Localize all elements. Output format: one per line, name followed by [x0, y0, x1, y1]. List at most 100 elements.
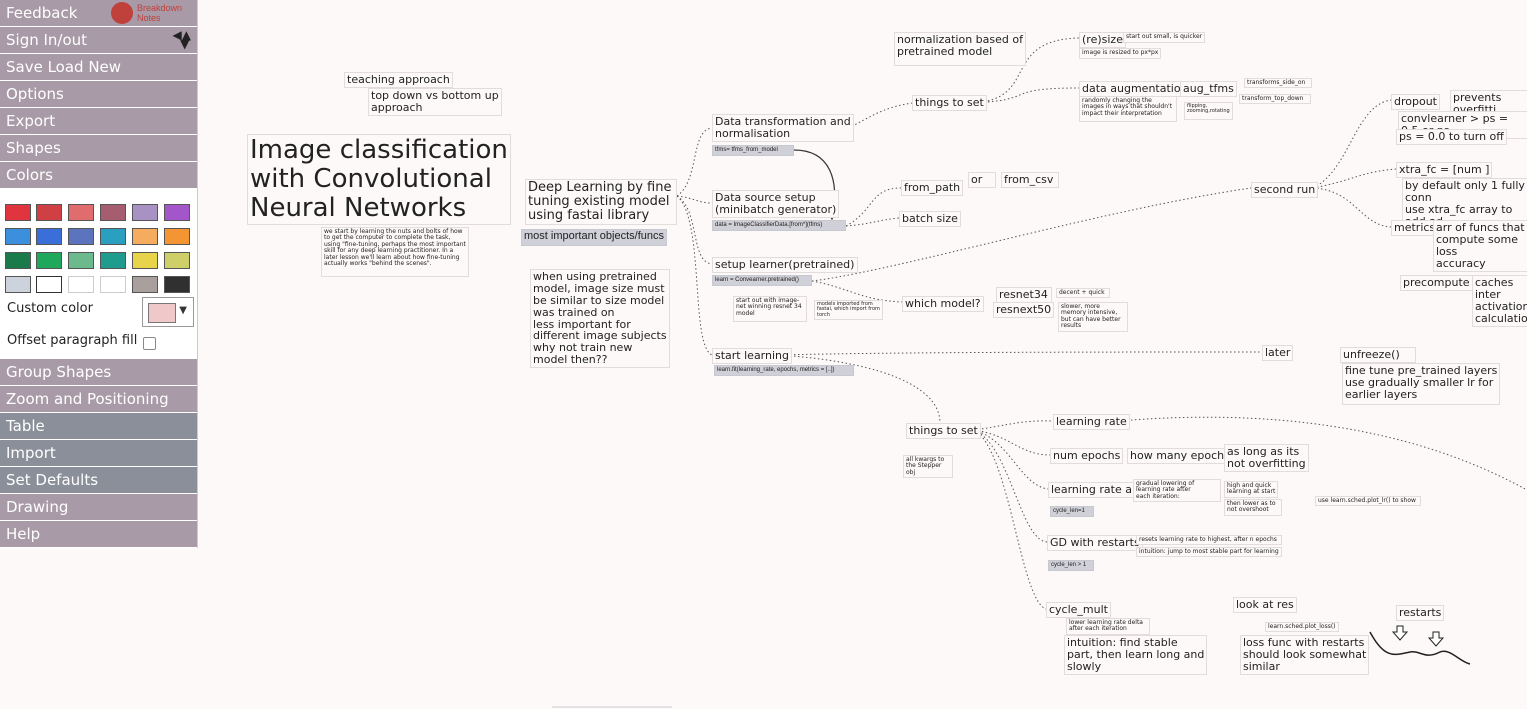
mindmap-node[interactable]: restarts: [1396, 605, 1445, 621]
color-swatch[interactable]: [36, 252, 62, 269]
mindmap-node[interactable]: Image classification with Convolutional …: [247, 134, 511, 226]
menu-item-help[interactable]: Help: [0, 521, 197, 548]
color-swatch[interactable]: [100, 276, 126, 293]
mindmap-node[interactable]: slower, more memory intensive, but can h…: [1058, 302, 1128, 332]
mindmap-node[interactable]: precompute: [1400, 275, 1473, 291]
mindmap-node[interactable]: we start by learning the nuts and bolts …: [321, 227, 469, 277]
color-swatch[interactable]: [164, 204, 190, 221]
color-swatch[interactable]: [68, 252, 94, 269]
mindmap-node[interactable]: unfreeze(): [1340, 347, 1416, 363]
color-swatch[interactable]: [68, 204, 94, 221]
mindmap-node[interactable]: flipping, zooming,rotating: [1184, 102, 1233, 120]
color-swatch[interactable]: [132, 204, 158, 221]
mindmap-node[interactable]: learn.sched.plot_loss(): [1265, 622, 1339, 633]
mindmap-node[interactable]: dropout: [1391, 94, 1440, 110]
mindmap-node[interactable]: Data transformation and normalisation: [712, 114, 854, 142]
mindmap-node[interactable]: things to set: [906, 423, 981, 439]
menu-item-drawing[interactable]: Drawing: [0, 494, 197, 521]
mindmap-node[interactable]: how many epochs: [1127, 448, 1233, 464]
mindmap-node[interactable]: fine tune pre_trained layers use gradual…: [1342, 363, 1501, 405]
mindmap-node[interactable]: arr of funcs that compute some loss accu…: [1433, 220, 1527, 272]
mindmap-node[interactable]: lower learning rate delta after each ite…: [1066, 618, 1150, 635]
menu-item-group-shapes[interactable]: Group Shapes: [0, 359, 197, 386]
offset-paragraph-fill-checkbox[interactable]: [143, 337, 156, 350]
menu-item-colors[interactable]: Colors: [0, 162, 197, 189]
mindmap-node[interactable]: from_csv: [1001, 172, 1059, 188]
mindmap-node[interactable]: top down vs bottom up approach: [368, 88, 502, 116]
menu-item-zoom-and-positioning[interactable]: Zoom and Positioning: [0, 386, 197, 413]
mindmap-node[interactable]: Deep Learning by fine tuning existing mo…: [525, 179, 677, 226]
mindmap-node[interactable]: metrics: [1391, 220, 1439, 236]
mindmap-node[interactable]: setup learner(pretrained): [712, 257, 858, 273]
mindmap-node[interactable]: when using pretrained model, image size …: [530, 269, 670, 368]
menu-item-import[interactable]: Import: [0, 440, 197, 467]
mindmap-node[interactable]: then lower as to not overshoot: [1224, 499, 1282, 516]
mindmap-node[interactable]: which model?: [902, 296, 984, 312]
color-swatch[interactable]: [164, 276, 190, 293]
mindmap-node[interactable]: batch size: [899, 211, 961, 227]
mindmap-node[interactable]: later: [1262, 345, 1294, 361]
color-swatch[interactable]: [36, 228, 62, 245]
mindmap-node[interactable]: as long as its not overfitting: [1224, 444, 1309, 472]
mindmap-node[interactable]: ps = 0.0 to turn off: [1396, 129, 1507, 145]
mindmap-node[interactable]: resnext50: [993, 302, 1055, 318]
color-swatch[interactable]: [132, 228, 158, 245]
mindmap-node[interactable]: most important objects/funcs: [521, 229, 668, 246]
menu-item-save-load-new[interactable]: Save Load New: [0, 54, 197, 81]
mindmap-node[interactable]: cycle_mult: [1046, 602, 1111, 618]
mindmap-node[interactable]: learn = Convearner.pretrained(): [712, 275, 812, 286]
mindmap-node[interactable]: aug_tfms: [1180, 81, 1237, 97]
mindmap-node[interactable]: data = ImageClassifierData.[from*](tfms): [712, 220, 846, 231]
mindmap-node[interactable]: intuition: find stable part, then learn …: [1064, 635, 1208, 675]
mindmap-node[interactable]: things to set: [912, 95, 987, 111]
color-swatch[interactable]: [100, 228, 126, 245]
mindmap-node[interactable]: start out small, is quicker: [1123, 32, 1206, 43]
color-swatch[interactable]: [132, 252, 158, 269]
color-swatch[interactable]: [68, 276, 94, 293]
menu-item-options[interactable]: Options: [0, 81, 197, 108]
mindmap-node[interactable]: resnet34: [996, 287, 1052, 303]
mindmap-node[interactable]: Data source setup (minibatch generator): [712, 190, 840, 218]
mindmap-node[interactable]: high and quick learning at start: [1224, 481, 1279, 498]
mindmap-node[interactable]: normalization based of pretrained model: [894, 32, 1026, 66]
mindmap-node[interactable]: intuition: jump to most stable part for …: [1136, 547, 1282, 558]
mindmap-node[interactable]: transforms_side_on: [1244, 78, 1312, 89]
mindmap-node[interactable]: caches inter activations calculations: [1472, 275, 1527, 327]
mindmap-node[interactable]: data augmentation: [1079, 81, 1191, 97]
mindmap-node[interactable]: cycle_len > 1: [1048, 560, 1094, 571]
mindmap-node[interactable]: all kwargs to the Stepper obj: [903, 455, 953, 479]
mindmap-node[interactable]: start learning: [712, 348, 792, 364]
mindmap-node[interactable]: image is resized to px*px: [1079, 48, 1162, 59]
color-swatch[interactable]: [36, 276, 62, 293]
menu-item-sign-in-out[interactable]: Sign In/out◀▲ ▼: [0, 27, 197, 54]
color-swatch[interactable]: [164, 228, 190, 245]
mindmap-node[interactable]: tfms= tfms_from_model: [712, 145, 794, 156]
mindmap-node[interactable]: learning rate: [1053, 414, 1130, 430]
color-swatch[interactable]: [100, 204, 126, 221]
color-swatch[interactable]: [5, 276, 31, 293]
mindmap-node[interactable]: xtra_fc = [num ]: [1396, 162, 1493, 178]
color-swatch[interactable]: [164, 252, 190, 269]
mindmap-node[interactable]: resets learning rate to highest, after n…: [1136, 535, 1282, 546]
mindmap-node[interactable]: learn.fit(learning_rate, epochs, metrics…: [714, 365, 854, 376]
mindmap-node[interactable]: randomly changing the images in ways tha…: [1079, 96, 1177, 122]
color-swatch[interactable]: [132, 276, 158, 293]
menu-item-table[interactable]: Table: [0, 413, 197, 440]
mindmap-node[interactable]: second run: [1251, 182, 1319, 198]
mindmap-node[interactable]: cycle_len=1: [1050, 506, 1094, 517]
mindmap-node[interactable]: decent + quick: [1056, 288, 1110, 299]
color-swatch[interactable]: [100, 252, 126, 269]
color-swatch[interactable]: [36, 204, 62, 221]
mindmap-node[interactable]: (re)size: [1079, 32, 1126, 48]
color-swatch[interactable]: [5, 228, 31, 245]
mindmap-node[interactable]: use learn.sched.plot_lr() to show: [1315, 496, 1421, 507]
custom-color-picker[interactable]: ▼: [142, 297, 194, 327]
mindmap-node[interactable]: gradual lowering of learning rate after …: [1133, 479, 1221, 503]
collapse-sidebar-icon[interactable]: ◀▲ ▼: [172, 28, 191, 51]
mindmap-node[interactable]: transform_top_down: [1239, 94, 1311, 105]
menu-item-export[interactable]: Export: [0, 108, 197, 135]
color-swatch[interactable]: [5, 204, 31, 221]
mindmap-node[interactable]: or: [968, 172, 996, 188]
color-swatch[interactable]: [68, 228, 94, 245]
